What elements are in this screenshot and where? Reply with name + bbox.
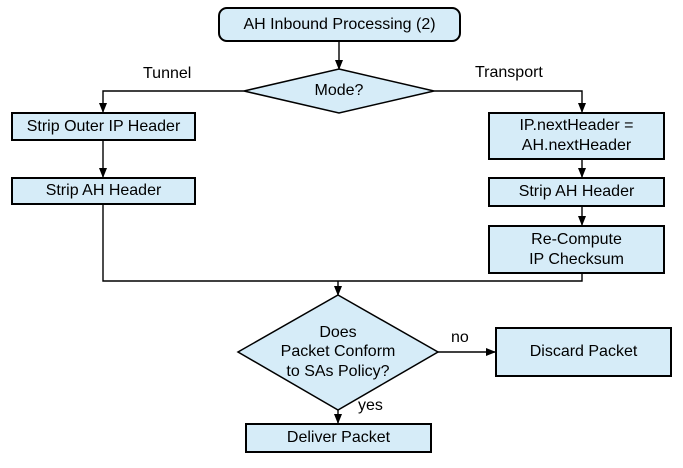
node-strip-outer-ip-header: Strip Outer IP Header bbox=[11, 112, 196, 141]
node-strip-ah-header-transport: Strip AH Header bbox=[488, 177, 665, 207]
node-strip-ah-header-tunnel: Strip AH Header bbox=[11, 177, 196, 205]
node-deliver-packet: Deliver Packet bbox=[245, 423, 432, 453]
policy-decision-diamond bbox=[236, 294, 440, 411]
edge-mode-to-strip-outer-tunnel bbox=[99, 90, 244, 113]
edge-transport-branch-to-merge bbox=[338, 274, 583, 282]
policy-decision-label: Does Packet Conform to SAs Policy? bbox=[280, 323, 396, 380]
edge-mode-to-ipnext-transport bbox=[434, 90, 586, 113]
mode-decision-label: Mode? bbox=[314, 82, 364, 100]
node-discard-packet: Discard Packet bbox=[495, 327, 672, 377]
node-ip-next-header: IP.nextHeader = AH.nextHeader bbox=[488, 112, 665, 160]
edge-tunnel-branch-to-merge bbox=[102, 205, 338, 282]
edge-label-transport: Transport bbox=[475, 64, 543, 81]
node-recompute-ip-checksum: Re-Compute IP Checksum bbox=[488, 225, 665, 274]
node-start: AH Inbound Processing (2) bbox=[218, 7, 461, 42]
edge-label-no: no bbox=[451, 329, 469, 346]
mode-decision-diamond bbox=[243, 68, 435, 114]
edge-label-yes: yes bbox=[358, 397, 383, 414]
edge-label-tunnel: Tunnel bbox=[143, 65, 192, 82]
